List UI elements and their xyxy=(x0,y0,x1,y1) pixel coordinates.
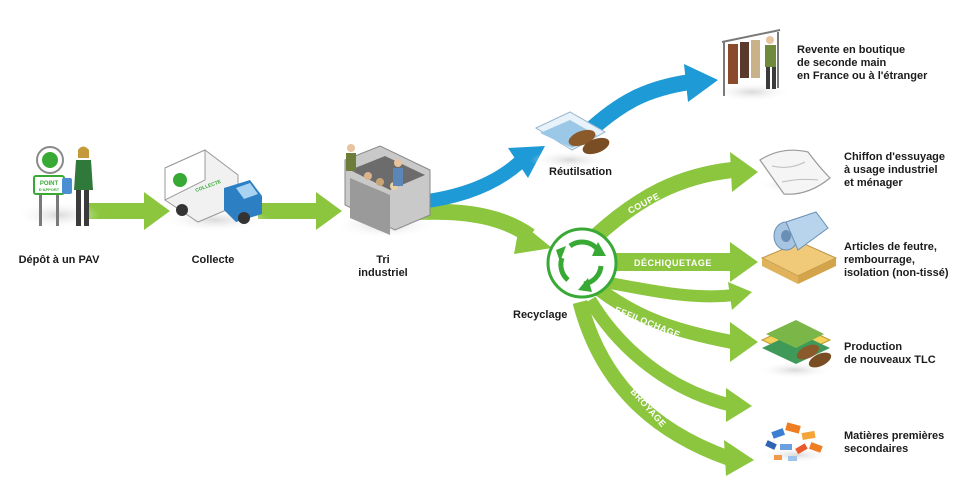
outcome-label-chiffon: Chiffon d'essuyage à usage industriel et… xyxy=(844,151,946,189)
outcome-label-feutre: Articles de feutre, rembourrage, isolati… xyxy=(844,241,949,279)
outcome-label-tlc: Production de nouveaux TLC xyxy=(844,341,936,366)
outcome-label-revente: Revente en boutique de seconde main en F… xyxy=(797,44,928,82)
raw-materials-icon xyxy=(758,422,834,463)
sign-apport-text: D'APPORT xyxy=(39,187,60,192)
flow-arrows-recyclage-outputs xyxy=(572,162,736,466)
flow-arrow-tri-to-recyclage xyxy=(419,203,552,254)
step-label-tri: Tri industriel xyxy=(358,254,408,279)
shoes-clothes-icon xyxy=(530,111,610,170)
sorting-facility-icon xyxy=(333,144,437,239)
flow-arrow-reutilisation-to-revente xyxy=(574,64,718,146)
operation-dechiquetage: DÉCHIQUETAGE xyxy=(634,258,712,268)
folded-clothes-icon xyxy=(757,320,833,379)
recycling-symbol-icon xyxy=(546,227,618,299)
sign-point-text: POINT xyxy=(40,181,59,187)
collection-truck-icon: COLLECTE xyxy=(160,149,270,232)
flow-arrow-depot-to-collecte xyxy=(86,192,170,230)
output-arrowheads xyxy=(724,152,758,476)
collection-point-icon: POINT D'APPORT xyxy=(16,146,100,229)
outcome-label-matieres: Matières premières secondaires xyxy=(844,430,945,455)
clothing-rack-icon xyxy=(712,29,792,102)
step-label-reutilisation: Réutilsation xyxy=(549,166,612,178)
flow-arrow-tri-to-reutilisation xyxy=(419,146,545,209)
wiping-cloth-icon xyxy=(758,149,831,195)
step-label-collecte: Collecte xyxy=(191,254,235,266)
step-label-recyclage: Recyclage xyxy=(513,309,568,321)
flow-arrow-collecte-to-tri xyxy=(258,192,342,230)
step-label-depot: Dépôt à un PAV xyxy=(18,254,100,266)
felt-roll-icon xyxy=(760,211,838,284)
